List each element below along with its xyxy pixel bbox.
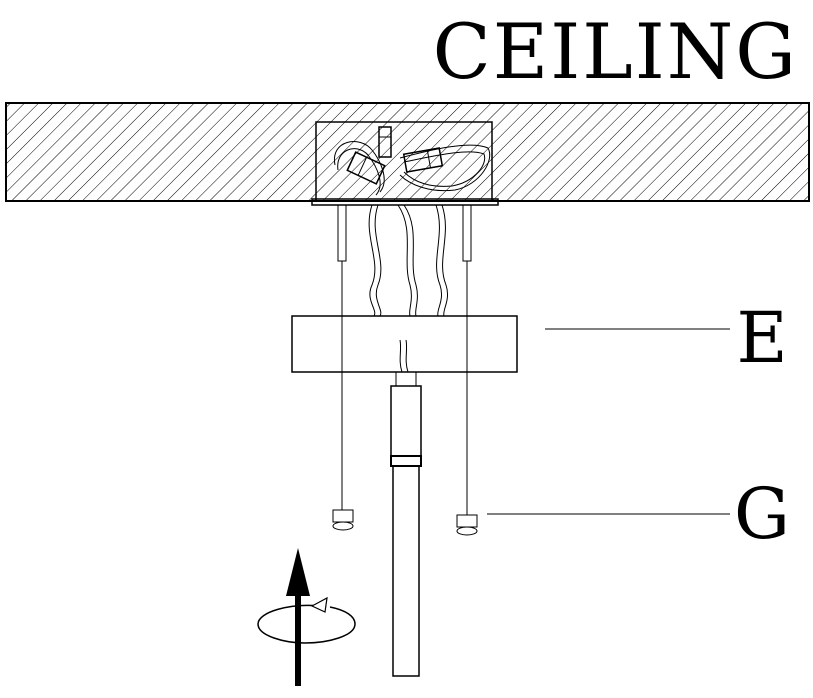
mounting-plate xyxy=(311,198,499,206)
ceiling-label: CEILING xyxy=(433,7,798,96)
power-wires xyxy=(368,204,449,317)
rotate-ccw-icon xyxy=(257,596,356,644)
threaded-rod-right xyxy=(462,204,472,262)
callout-label-e: E xyxy=(736,297,787,379)
junction-box xyxy=(315,121,493,202)
wire-connector-top xyxy=(378,126,392,158)
callout-label-g: G xyxy=(734,473,790,555)
cap-nut-right xyxy=(456,514,478,536)
ceiling-slab xyxy=(5,102,810,202)
canopy xyxy=(291,315,518,373)
wire-connector-left xyxy=(346,151,386,185)
wire-connector-right xyxy=(402,147,444,173)
arrow-up-icon xyxy=(286,548,310,686)
lamp-rod xyxy=(390,371,422,677)
threaded-rod-left xyxy=(337,204,347,262)
cap-nut-left xyxy=(332,509,354,531)
